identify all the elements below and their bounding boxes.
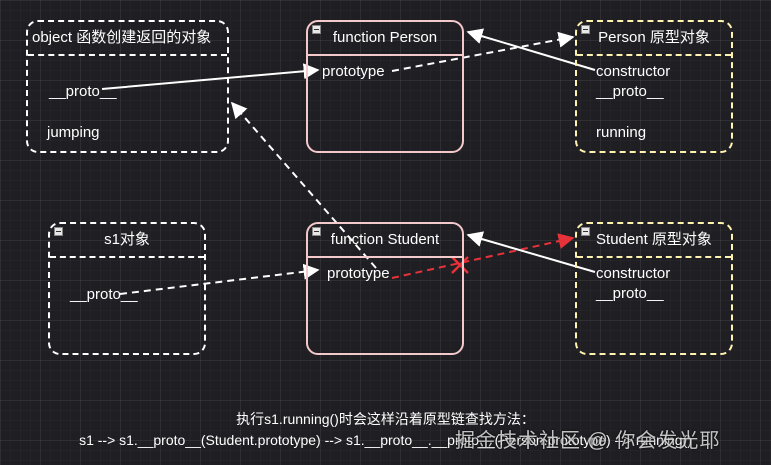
object-proto-field: __proto__	[49, 83, 117, 100]
object-jumping-field: jumping	[47, 124, 100, 141]
collapse-icon[interactable]	[54, 227, 63, 236]
watermark: 掘金技术社区 @ 你会发光耶	[455, 430, 721, 452]
collapse-icon[interactable]	[581, 25, 590, 34]
student-function-title: function Student	[308, 224, 462, 258]
caption-line-2: s1 --> s1.__proto__(Student.prototype) -…	[79, 432, 692, 448]
person-prototype-field: prototype	[322, 63, 385, 80]
s1-box-title: s1对象	[50, 224, 204, 258]
person-function-box: function Person prototype	[306, 20, 464, 153]
object-box-title: object 函数创建返回的对象	[28, 22, 227, 56]
collapse-icon[interactable]	[312, 227, 321, 236]
collapse-icon[interactable]	[312, 25, 321, 34]
arrow-object-proto-to-person-prototype	[101, 63, 320, 90]
red-cross-mark	[451, 256, 469, 274]
student-proto-box: Student 原型对象 constructor __proto__	[575, 222, 733, 355]
person-running-field: running	[596, 124, 647, 141]
arrow-student-prototype-to-object	[230, 101, 377, 269]
caption-line-1: 执行s1.running()时会这样沿着原型链查找方法：	[236, 411, 535, 427]
arrow-person-constructor-to-person-function	[466, 28, 596, 71]
person-function-title: function Person	[308, 22, 462, 56]
arrow-s1-proto-to-student-prototype	[119, 263, 320, 295]
student-prototype-field: prototype	[327, 265, 390, 282]
s1-box: s1对象 __proto__	[48, 222, 206, 355]
person-proto-title: Person 原型对象	[577, 22, 731, 56]
arrow-student-constructor-to-student-function	[466, 231, 596, 273]
collapse-icon[interactable]	[581, 227, 590, 236]
arrow-student-prototype-to-student-proto-object-red	[391, 233, 575, 279]
student-constructor-field: constructor	[596, 265, 671, 282]
object-box: object 函数创建返回的对象 __proto__ jumping	[26, 20, 229, 153]
s1-proto-field: __proto__	[70, 286, 138, 303]
student-proto-proto-field: __proto__	[596, 285, 664, 302]
person-proto-box: Person 原型对象 constructor __proto__ runnin…	[575, 20, 733, 153]
student-function-box: function Student prototype	[306, 222, 464, 355]
student-proto-title: Student 原型对象	[577, 224, 731, 258]
person-proto-proto-field: __proto__	[596, 83, 664, 100]
arrow-person-prototype-to-person-proto-object	[391, 31, 575, 72]
person-constructor-field: constructor	[596, 63, 671, 80]
